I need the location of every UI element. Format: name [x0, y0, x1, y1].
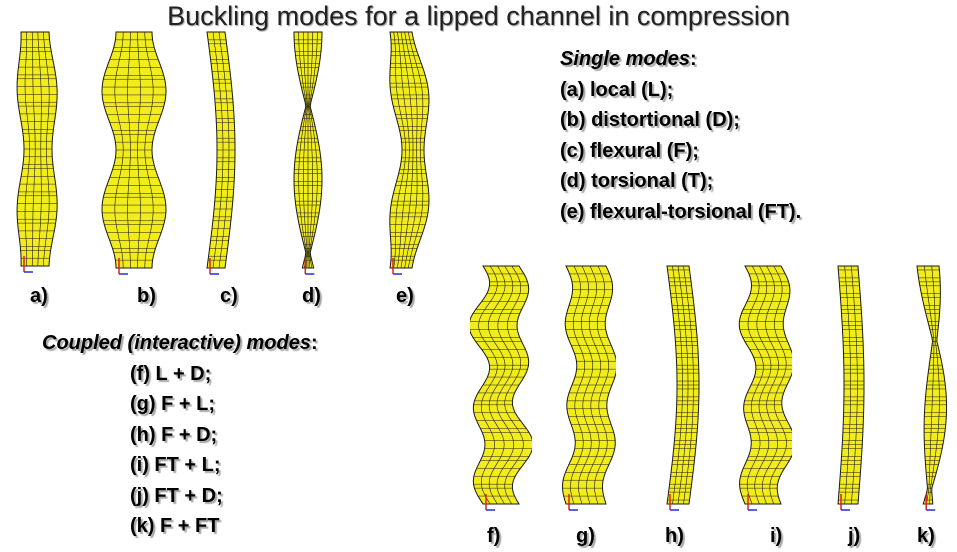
coupled-modes-heading: Coupled (interactive) modes: [42, 332, 318, 354]
member-mesh [389, 31, 430, 275]
member-mesh [738, 265, 792, 511]
member-mesh [16, 31, 58, 273]
coupled-mode-f: (f) L + D; [130, 362, 212, 385]
member-mesh [101, 31, 167, 275]
figure-label-b: b) [137, 285, 156, 307]
figure-label-a: a) [30, 285, 48, 307]
figure-label-f: f) [487, 525, 501, 547]
figure-d-torsional-mode [278, 28, 338, 278]
coupled-mode-h: (h) F + D; [130, 423, 218, 446]
member-mesh [837, 265, 865, 511]
figure-c-flexural-mode [196, 28, 236, 278]
member-mesh [293, 31, 323, 275]
member-mesh [470, 265, 532, 511]
figure-e-flexural-torsional-mode [372, 28, 430, 278]
figure-i-coupled-mode [734, 262, 792, 514]
figure-label-i: i) [770, 525, 783, 547]
coupled-mode-g: (g) F + L; [130, 393, 215, 415]
figure-label-h: h) [665, 525, 684, 547]
member-mesh [916, 265, 948, 511]
coupled-mode-j: (j) FT + D; [130, 484, 223, 507]
figure-label-j: j) [848, 525, 861, 547]
figure-label-c: c) [220, 285, 238, 307]
figure-a-local-mode [10, 28, 60, 276]
member-mesh [206, 31, 236, 275]
member-mesh [561, 265, 616, 511]
figure-j-coupled-mode [826, 262, 870, 514]
figure-label-k: k) [917, 525, 935, 547]
figure-label-e: e) [396, 285, 414, 307]
single-modes-list: Single modes: (a) local (L); (b) distort… [560, 44, 801, 227]
figure-h-coupled-mode [650, 262, 706, 514]
coupled-modes-list: Coupled (interactive) modes: (f) L + D; … [42, 328, 318, 542]
coupled-mode-k: (k) F + FT [130, 515, 220, 537]
figure-f-coupled-mode [470, 262, 532, 514]
diagram-title: Buckling modes for a lipped channel in c… [167, 1, 790, 31]
figure-b-distortional-mode [100, 28, 168, 278]
single-mode-d: (d) torsional (T); [560, 170, 714, 192]
single-mode-b: (b) distortional (D); [560, 109, 740, 131]
single-mode-a: (a) local (L); [560, 78, 674, 101]
figure-k-coupled-mode [906, 262, 950, 514]
coupled-mode-i: (i) FT + L; [130, 454, 221, 476]
single-modes-heading: Single modes: [560, 48, 697, 70]
single-mode-e: (e) flexural-torsional (FT). [560, 200, 802, 223]
member-mesh [666, 265, 700, 511]
figure-label-g: g) [576, 525, 595, 547]
single-mode-c: (c) flexural (F); [560, 139, 699, 162]
figure-g-coupled-mode [556, 262, 616, 514]
figure-label-d: d) [302, 285, 321, 307]
